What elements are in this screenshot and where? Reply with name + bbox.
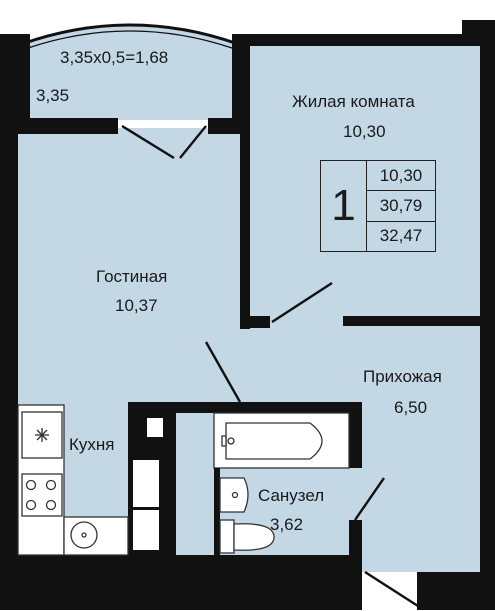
- balcony-floor: [28, 25, 232, 120]
- bathroom-side-wall: [214, 468, 220, 555]
- bathtub-drain: [227, 437, 235, 445]
- top-wall: [240, 34, 465, 46]
- snowflake-icon: [35, 428, 49, 442]
- bathroom-door: [354, 477, 385, 521]
- balcony-arch-inner: [27, 30, 233, 49]
- doors: [121, 124, 419, 608]
- balcony-door-right: [179, 125, 207, 159]
- balcony-formula: 3,35х0,5=1,68: [60, 48, 169, 67]
- bathroom-right-wall: [349, 402, 362, 468]
- bathroom-area: 3,62: [270, 515, 304, 534]
- living-room-floor: [250, 45, 480, 320]
- hallway-area: 6,50: [394, 398, 428, 417]
- toilet-tank: [219, 519, 235, 554]
- entrance-door: [364, 570, 419, 608]
- kitchen-column-panel-2: [133, 510, 159, 550]
- room-count: 1: [321, 161, 367, 251]
- walls: [0, 20, 495, 610]
- balcony-bottom-wall-left: [18, 118, 118, 134]
- balcony-door-left: [121, 124, 175, 160]
- area-values: 10,30 30,79 32,47: [367, 161, 435, 251]
- kitchen-fixtures: [17, 404, 129, 556]
- living-hallway-wall: [343, 316, 483, 326]
- kitchen-name: Кухня: [69, 435, 115, 454]
- bottom-wall: [0, 555, 362, 610]
- kitchen-column-panel: [133, 460, 159, 507]
- stove-icon: [25, 479, 57, 511]
- bathtub-icon: [225, 422, 323, 460]
- area-with-balcony: 32,47: [367, 220, 435, 251]
- lounge-floor: [18, 128, 256, 410]
- balcony-bottom-wall-right: [208, 118, 236, 134]
- living-room-area: 10,30: [343, 122, 386, 141]
- lounge-name: Гостиная: [96, 267, 168, 286]
- toilet-icon: [233, 523, 275, 551]
- lounge-area: 10,37: [115, 296, 158, 315]
- bathroom-name: Санузел: [258, 486, 325, 505]
- living-room-door: [271, 281, 333, 324]
- entrance-gap: [362, 572, 417, 610]
- total-area: 30,79: [367, 190, 435, 220]
- balcony-width: 3,35: [36, 86, 70, 105]
- living-area: 10,30: [379, 165, 423, 185]
- bathtub-tap: [221, 435, 227, 447]
- washbasin-drain: [231, 491, 239, 499]
- shaft-hole: [147, 418, 163, 437]
- left-outer-wall: [0, 34, 18, 604]
- hallway-name: Прихожая: [363, 367, 442, 386]
- bathroom-fixtures: [213, 412, 350, 555]
- stove: [21, 473, 63, 517]
- living-wall-stub: [240, 316, 270, 328]
- bathroom-inner-left: [164, 410, 176, 560]
- partition-wall: [240, 34, 250, 329]
- area-summary-box: 1 10,30 30,79 32,47: [320, 160, 436, 252]
- bathroom-top-wall: [128, 402, 362, 413]
- balcony-left-wall: [18, 34, 30, 134]
- lounge-door: [204, 341, 242, 403]
- bathroom-left-wall: [128, 402, 136, 455]
- sink-drain: [81, 532, 87, 538]
- right-outer-wall: [480, 20, 495, 610]
- living-room-name: Жилая комната: [292, 92, 415, 111]
- balcony-arch: [21, 23, 239, 46]
